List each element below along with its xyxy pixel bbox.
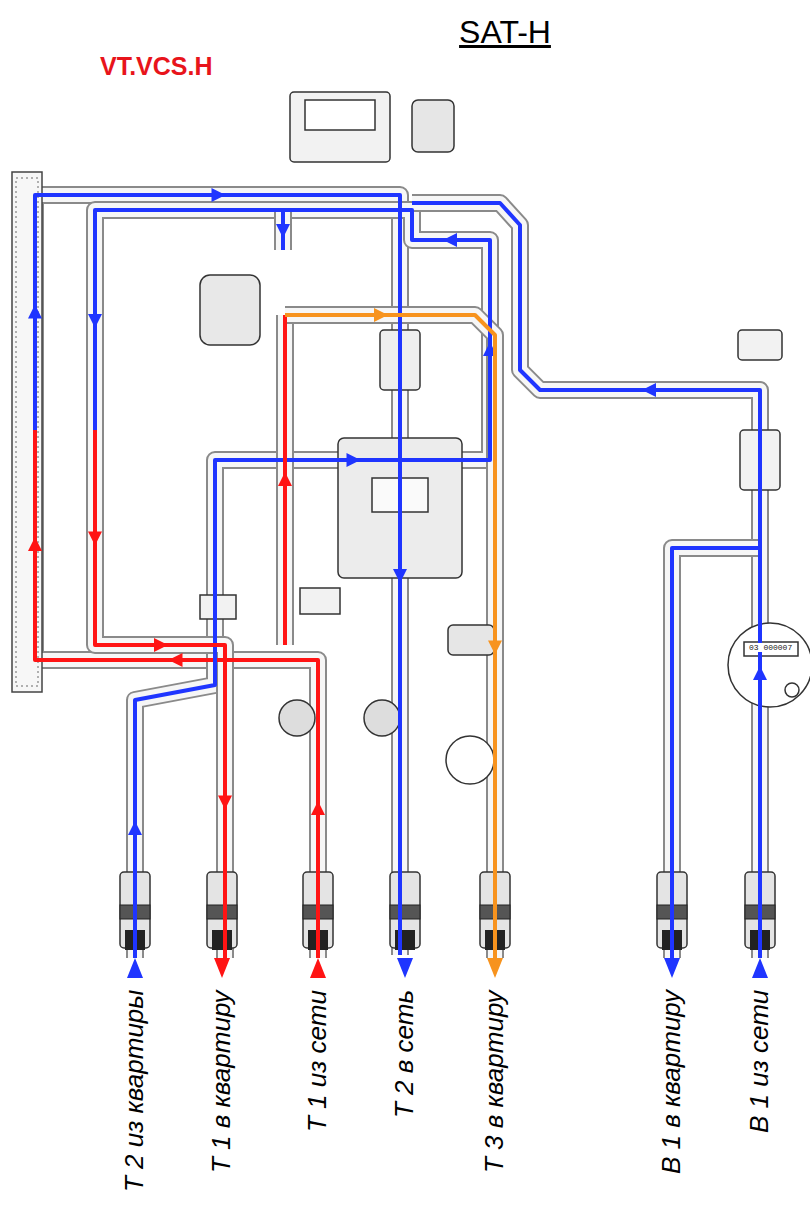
flow-arrow (218, 796, 232, 810)
fitting (200, 595, 236, 619)
pipe-layer (35, 195, 760, 958)
flow-arrow (347, 453, 361, 467)
flow-arrow (28, 305, 42, 319)
heat-exchanger (12, 172, 42, 692)
port-arrow (127, 958, 143, 978)
flow-layer (28, 188, 767, 958)
diagram-title: SAT-H (459, 14, 551, 51)
valve-nut (212, 930, 232, 950)
port-label: Т 2 в сеть (390, 990, 420, 1118)
flow-line (95, 430, 225, 958)
flow-line (672, 548, 760, 958)
fitting (738, 330, 782, 360)
valve-knob (448, 625, 494, 655)
flow-arrow (88, 532, 102, 546)
flow-arrow (28, 537, 42, 551)
flow-arrow (753, 666, 767, 680)
thermostatic-head (200, 275, 260, 345)
flow-line (95, 210, 490, 958)
strainer (279, 700, 315, 736)
pipe-body (278, 315, 292, 645)
flow-arrow (393, 569, 407, 583)
port-label: Т 1 из сети (303, 990, 333, 1132)
pressure-gauge (446, 736, 494, 784)
port-arrow-layer (127, 958, 768, 978)
flow-arrow (443, 233, 457, 247)
air-vent (412, 100, 454, 152)
strainer (364, 700, 400, 736)
flow-arrow (642, 383, 656, 397)
flow-arrow (374, 308, 388, 322)
flow-arrow (128, 821, 142, 835)
port-label: В 1 из сети (745, 990, 775, 1133)
brand-label: VT.VCS.H (100, 52, 213, 81)
pipe-outline (276, 315, 294, 645)
flow-arrow (169, 653, 183, 667)
meter-reading: 03 000007 (749, 643, 792, 652)
flow-line (285, 315, 495, 958)
port-arrow (397, 958, 413, 978)
pipe-body (276, 210, 290, 250)
meter-display (744, 642, 798, 656)
water-meter (728, 623, 810, 707)
flow-arrow (88, 314, 102, 328)
flow-arrow (212, 188, 226, 202)
valve-handle (207, 905, 237, 919)
port-label: Т 1 в квартиру (207, 991, 237, 1174)
port-arrow (310, 958, 326, 978)
port-arrow (752, 958, 768, 978)
flow-arrow (278, 472, 292, 486)
flow-line (412, 203, 760, 958)
pipe-outline (274, 210, 292, 250)
port-arrow (664, 958, 680, 978)
flow-arrow (154, 638, 168, 652)
flow-arrow (488, 641, 502, 655)
fitting (300, 588, 340, 614)
port-arrow (487, 958, 503, 978)
actuator-window (305, 100, 375, 130)
flow-arrow (311, 801, 325, 815)
valve-handle (390, 905, 420, 919)
flow-line (35, 195, 400, 955)
actuator (290, 92, 390, 162)
port-label: В 1 в квартиру (657, 990, 687, 1174)
meter-dial (785, 683, 799, 697)
port-arrow (214, 958, 230, 978)
ball-valve-layer (120, 872, 775, 950)
port-label: Т 3 в квартиру (480, 991, 510, 1174)
flow-arrow (276, 224, 290, 238)
port-label: Т 2 из квартиры (120, 990, 150, 1192)
